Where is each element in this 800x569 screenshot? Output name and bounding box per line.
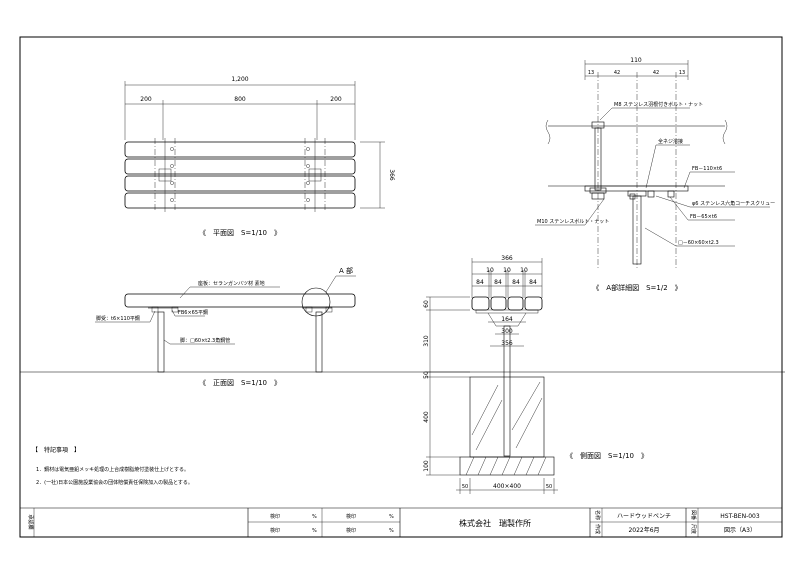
side-plank-4: 84 [529, 279, 537, 286]
detail-dim-d: 13 [679, 70, 685, 76]
note-flat-bar: FB6×65平鋼 [178, 309, 208, 316]
notes-heading: 【 特記事項 】 [32, 446, 80, 454]
detail-dim-a: 13 [588, 70, 594, 76]
note-fb-65: FB－65×t6 [690, 214, 717, 220]
drawing-scale: 図示（A3） [724, 527, 756, 534]
detail-dim-b: 42 [614, 70, 620, 76]
plan-view: 1,200 200 800 200 366 《 平面 [124, 76, 395, 237]
role-3: 検印 [270, 527, 280, 534]
note-hex-screw: φ6 ステンレス六角コーチスクリュー [692, 200, 775, 207]
note-leg: 脚：□60×t2.3角鋼管 [180, 337, 230, 344]
stamp-label: 承認欄 [27, 514, 34, 529]
plan-dim-left: 200 [140, 96, 152, 103]
svg-text:%: % [389, 528, 394, 534]
side-post [503, 325, 511, 457]
front-leg-right [315, 311, 323, 373]
label-name: 名称 [594, 510, 601, 520]
plan-plank [124, 175, 356, 192]
callout-a-label: A 部 [339, 266, 353, 275]
foundation-block [469, 376, 545, 458]
note-square-pipe: □－60×60×t2.3 [678, 240, 719, 246]
label-date: 作成 [594, 524, 601, 534]
side-dim-300: 300 [501, 328, 513, 335]
plan-plank [124, 192, 356, 209]
callout-a-circle [301, 287, 331, 317]
front-view-title: 《 正面図 S=1/10 》 [199, 379, 281, 387]
detail-a-title: 《 A部詳細図 S=1/2 》 [592, 283, 681, 292]
side-plank-1: 84 [476, 279, 484, 286]
side-dim-164: 164 [501, 316, 513, 323]
note-seat-material: 座板：セランガンバツ材 素地 [198, 280, 265, 287]
note-full-thread: 全ネジ溶接 [658, 138, 683, 145]
product-name: ハードウッドベンチ [617, 512, 671, 520]
svg-text:%: % [389, 514, 394, 520]
special-notes: 【 特記事項 】 1．鋼材は電気亜鉛メッキ処理の上合成樹脂焼付塗装仕上げとする。… [32, 446, 193, 486]
detail-dim-c: 42 [653, 70, 659, 76]
side-view-title: 《 側面図 S=1/10 》 [566, 451, 648, 460]
foot-dim-left: 50 [462, 484, 468, 490]
note-bolt-top: M8 ステンレス羽根付きボルト・ナット [614, 101, 703, 108]
side-dim-310: 310 [423, 335, 430, 347]
role-4: 検印 [346, 527, 356, 534]
plan-dim-total: 1,200 [231, 76, 248, 83]
label-scale: 尺度 [690, 524, 697, 534]
side-gap-3: 10 [520, 267, 528, 274]
drawing-code: HST-BEN-003 [720, 513, 760, 520]
side-dim-60: 60 [423, 300, 430, 308]
side-dim-50: 50 [423, 371, 430, 379]
side-dim-400: 400 [423, 411, 430, 423]
plan-plank [124, 141, 356, 158]
svg-text:%: % [312, 528, 317, 534]
side-plank-2: 84 [494, 279, 502, 286]
side-dim-356: 356 [501, 340, 513, 347]
plan-view-title: 《 平面図 S=1/10 》 [199, 229, 281, 237]
note-bracket: 脚受：t6×110平鋼 [96, 315, 140, 322]
plan-dim-mid: 800 [234, 96, 246, 103]
role-1: 検印 [270, 513, 280, 520]
side-dim-100: 100 [423, 460, 430, 472]
note-fb-110: FB－110×t6 [692, 166, 722, 172]
label-code: 図番 [690, 510, 697, 520]
note-1: 1．鋼材は電気亜鉛メッキ処理の上合成樹脂焼付塗装仕上げとする。 [36, 466, 189, 473]
foot-dim-mid: 400×400 [493, 483, 521, 490]
front-seat-plank [124, 293, 356, 308]
side-gap-2: 10 [503, 267, 511, 274]
plan-dim-right: 200 [330, 96, 342, 103]
note-2: 2．(一社)日本公園施設業協会の団体賠償責任保険加入の製品とする。 [36, 479, 193, 486]
role-2: 検印 [346, 513, 356, 520]
company-name: 株式会社 瑞製作所 [459, 518, 531, 528]
side-view: 366 10 10 10 84 84 84 84 164 300 356 [423, 255, 648, 494]
title-block: 承認欄 検印 検印 検印 検印 % % % % 株式会社 瑞製作所 名称 作成 … [20, 507, 782, 537]
drawing-frame [19, 36, 783, 538]
side-plank-3: 84 [512, 279, 520, 286]
plan-dim-depth: 366 [388, 169, 395, 181]
drawing-date: 2022年6月 [628, 526, 659, 534]
foot-dim-right: 50 [546, 484, 552, 490]
side-gap-1: 10 [486, 267, 494, 274]
detail-dim-total: 110 [630, 57, 642, 64]
front-view: A 部 座板：セランガンバツ材 素地 FB6×65平鋼 脚受：t6×110平鋼 … [20, 266, 785, 387]
svg-text:%: % [312, 514, 317, 520]
side-dim-total: 366 [501, 255, 513, 262]
note-m10-bolt: M10 ステンレスボルト・ナット [537, 218, 609, 225]
front-leg-left [157, 311, 165, 373]
plan-plank [124, 158, 356, 175]
detail-a-view: 110 13 42 42 13 M8 ステンレス羽根付きボルト・ナット 全ネジ溶… [535, 57, 775, 292]
foundation-base [459, 456, 555, 476]
